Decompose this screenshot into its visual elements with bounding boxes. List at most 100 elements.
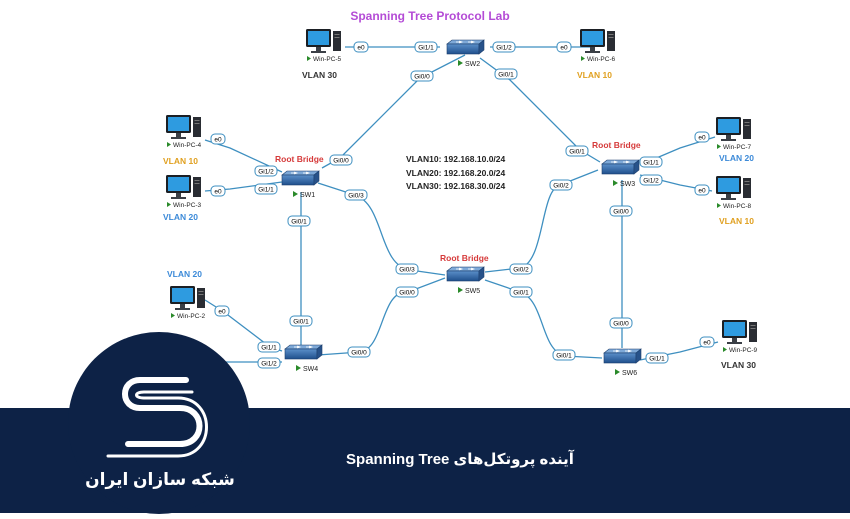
pc-win-pc-8[interactable]: Win-PC-8 (716, 176, 752, 210)
svg-text:Gi0/3: Gi0/3 (399, 267, 415, 274)
port-pc8-e0: e0 (694, 184, 710, 196)
port-sw2-gi11: Gi1/1 (414, 41, 438, 53)
port-sw2-gi01: Gi0/1 (494, 68, 518, 80)
switch-name: SW5 (465, 288, 480, 295)
pc-name: Win-PC-5 (313, 56, 342, 63)
port-tags: e0 e0 e0 e0 e0 e0 e0 e0 Gi1/2 Gi1/1 Gi0/… (210, 41, 715, 369)
vlan-subnet-line: VLAN20: 192.168.20.0/24 (406, 167, 506, 178)
svg-text:Gi0/0: Gi0/0 (613, 321, 629, 328)
svg-text:Gi0/0: Gi0/0 (399, 290, 415, 297)
switch-sw5[interactable]: SW5 (446, 266, 485, 295)
svg-text:e0: e0 (218, 309, 226, 316)
pc-win-pc-5[interactable]: Win-PC-5 (306, 29, 342, 63)
port-sw4-gi01: Gi0/1 (289, 315, 313, 327)
svg-text:Gi0/0: Gi0/0 (414, 74, 430, 81)
pc-win-pc-4[interactable]: Win-PC-4 (166, 115, 202, 149)
svg-text:e0: e0 (703, 340, 711, 347)
root-bridge-label: Root Bridge (275, 154, 324, 164)
desktop-pc-icon (722, 320, 757, 344)
vlan-label-pc8: VLAN 10 (719, 216, 754, 226)
pc-win-pc-7[interactable]: Win-PC-7 (716, 117, 752, 151)
port-sw1-gi12: Gi1/2 (254, 165, 278, 177)
pc-name: Win-PC-4 (173, 142, 202, 149)
desktop-pc-icon (166, 115, 201, 139)
svg-text:Gi0/2: Gi0/2 (513, 267, 529, 274)
desktop-pc-icon (716, 117, 751, 141)
link-sw2-sw3 (479, 57, 601, 163)
port-sw5-gi03: Gi0/3 (395, 263, 419, 275)
svg-text:Gi1/2: Gi1/2 (258, 169, 274, 176)
port-pc2-e0: e0 (214, 305, 230, 317)
port-sw1-gi03: Gi0/3 (344, 189, 368, 201)
svg-text:e0: e0 (560, 45, 568, 52)
play-icon (296, 365, 301, 371)
switch-sw2[interactable]: SW2 (446, 39, 485, 68)
port-pc4-e0: e0 (210, 133, 226, 145)
network-switch-icon (284, 344, 323, 360)
play-icon (723, 347, 727, 352)
svg-text:Gi1/1: Gi1/1 (643, 160, 659, 167)
network-switch-icon (446, 39, 485, 55)
play-icon (167, 142, 171, 147)
vlan-label-pc2: VLAN 20 (167, 269, 202, 279)
network-switch-icon (446, 266, 485, 282)
svg-text:Gi0/1: Gi0/1 (513, 290, 529, 297)
desktop-pc-icon (716, 176, 751, 200)
pc-win-pc-6[interactable]: Win-PC-6 (580, 29, 616, 63)
play-icon (615, 369, 620, 375)
play-icon (171, 313, 175, 318)
svg-text:Gi1/1: Gi1/1 (649, 356, 665, 363)
port-sw5-gi01: Gi0/1 (509, 286, 533, 298)
svg-text:Gi1/2: Gi1/2 (261, 361, 277, 368)
links (204, 46, 719, 363)
switch-name: SW1 (300, 192, 315, 199)
vlan-label-pc3: VLAN 20 (163, 212, 198, 222)
play-icon (717, 144, 721, 149)
switch-sw3[interactable]: SW3 (601, 159, 640, 188)
pc-win-pc-2[interactable]: Win-PC-2 (170, 286, 206, 320)
vlan-subnet-line: VLAN30: 192.168.30.0/24 (406, 181, 506, 191)
switch-sw6[interactable]: SW6 (603, 348, 642, 377)
port-sw2-gi12: Gi1/2 (492, 41, 516, 53)
pc-name: Win-PC-9 (729, 347, 758, 354)
svg-text:Gi1/1: Gi1/1 (258, 187, 274, 194)
network-switch-icon (281, 170, 320, 186)
svg-text:Gi0/0: Gi0/0 (333, 158, 349, 165)
svg-text:Gi0/1: Gi0/1 (291, 219, 307, 226)
brand-logo-badge (68, 332, 250, 514)
svg-text:Gi0/0: Gi0/0 (613, 209, 629, 216)
play-icon (167, 202, 171, 207)
root-bridge-label: Root Bridge (440, 253, 489, 263)
root-bridge-label: Root Bridge (592, 140, 641, 150)
port-sw6-gi11: Gi1/1 (645, 352, 669, 364)
port-sw3-gi00: Gi0/0 (609, 205, 633, 217)
svg-text:Gi0/1: Gi0/1 (569, 149, 585, 156)
pc-name: Win-PC-7 (723, 144, 752, 151)
shabake-logo-icon (106, 377, 208, 458)
port-sw5-gi00: Gi0/0 (395, 286, 419, 298)
svg-text:Gi0/1: Gi0/1 (293, 319, 309, 326)
svg-text:e0: e0 (698, 135, 706, 142)
vlan-label-pc5: VLAN 30 (302, 70, 337, 80)
switch-sw1[interactable]: SW1 (281, 170, 320, 199)
port-sw1-gi01: Gi0/1 (287, 215, 311, 227)
vlan-label-pc4: VLAN 10 (163, 156, 198, 166)
desktop-pc-icon (306, 29, 341, 53)
pc-win-pc-3[interactable]: Win-PC-3 (166, 175, 202, 209)
play-icon (581, 56, 585, 61)
svg-text:Gi1/1: Gi1/1 (261, 345, 277, 352)
port-sw3-gi12: Gi1/2 (639, 174, 663, 186)
play-icon (613, 180, 618, 186)
switch-name: SW3 (620, 181, 635, 188)
pc-win-pc-9[interactable]: Win-PC-9 (722, 320, 758, 354)
svg-text:Gi1/1: Gi1/1 (418, 45, 434, 52)
vlan-label-pc7: VLAN 20 (719, 153, 754, 163)
port-sw3-gi01: Gi0/1 (565, 145, 589, 157)
play-icon (307, 56, 311, 61)
pc-name: Win-PC-3 (173, 202, 202, 209)
switch-sw4[interactable]: SW4 (284, 344, 323, 373)
link-sw1-sw2 (321, 54, 466, 169)
desktop-pc-icon (580, 29, 615, 53)
port-sw4-gi12: Gi1/2 (257, 357, 281, 369)
